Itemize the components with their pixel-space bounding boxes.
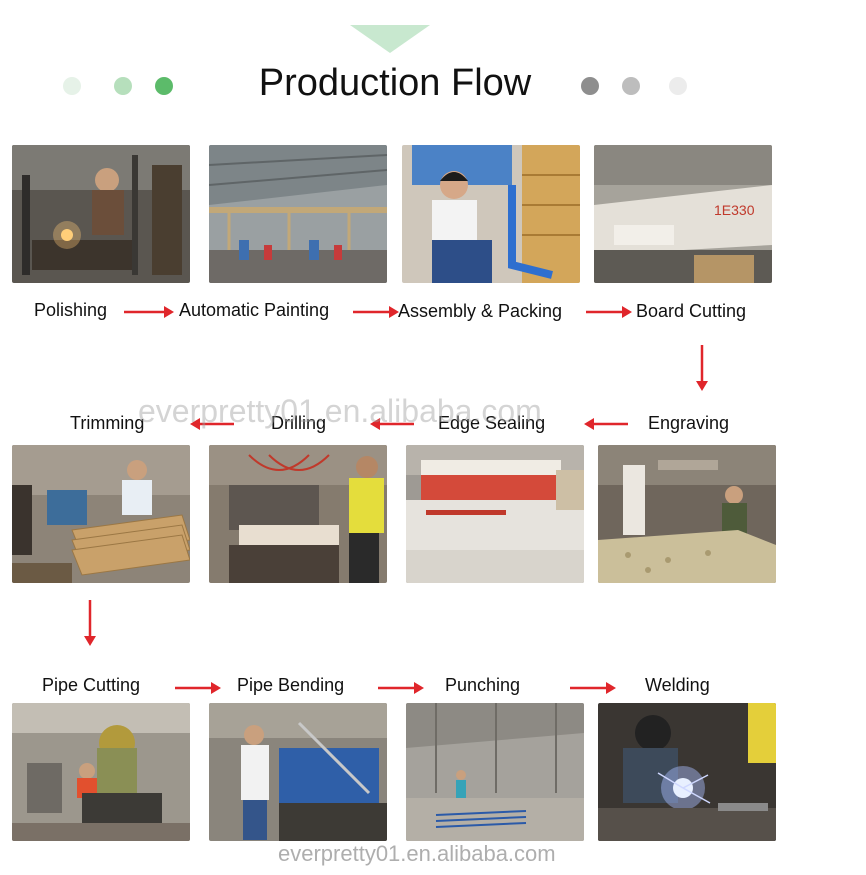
watermark: everpretty01.en.alibaba.com (278, 841, 556, 866)
arrow-right-icon (124, 306, 174, 318)
step-label-pipe-cutting: Pipe Cutting (42, 675, 141, 695)
watermark: everpretty01.en.alibaba.com (138, 393, 542, 429)
decor-dot (581, 77, 599, 95)
decor-dot (155, 77, 173, 95)
step-label-drilling: Drilling (271, 413, 327, 433)
assembly-packing-photo (402, 145, 580, 283)
arrow-right-icon (353, 306, 399, 318)
step-label-engraving: Engraving (648, 413, 730, 433)
step-label-board-cutting: Board Cutting (636, 301, 747, 321)
pipe-cutting-photo (12, 703, 190, 841)
drilling-photo (209, 445, 387, 583)
arrow-left-icon (370, 418, 414, 430)
step-label-assembly-packing: Assembly & Packing (398, 301, 563, 321)
arrow-down-icon (696, 345, 708, 391)
svg-text:1E330: 1E330 (714, 202, 755, 218)
step-label-pipe-bending: Pipe Bending (237, 675, 345, 695)
board-cutting-photo: 1E330 (594, 145, 772, 283)
polishing-photo (12, 145, 190, 283)
step-label-automatic-painting: Automatic Painting (179, 300, 330, 320)
step-label-edge-sealing: Edge Sealing (438, 413, 546, 433)
decor-dot (622, 77, 640, 95)
step-label-trimming: Trimming (70, 413, 145, 433)
arrow-left-icon (190, 418, 234, 430)
decor-dot (114, 77, 132, 95)
decor-dot (63, 77, 81, 95)
arrow-down-icon (84, 600, 96, 646)
step-label-polishing: Polishing (34, 300, 108, 320)
arrow-right-icon (586, 306, 632, 318)
header-triangle-decoration (350, 25, 430, 53)
arrow-right-icon (175, 682, 221, 694)
arrow-left-icon (584, 418, 628, 430)
arrow-right-icon (570, 682, 616, 694)
trimming-photo (12, 445, 190, 583)
automatic-painting-photo (209, 145, 387, 283)
engraving-photo (598, 445, 776, 583)
pipe-bending-photo (209, 703, 387, 841)
step-label-welding: Welding (645, 675, 710, 695)
page-title: Production Flow (258, 62, 532, 104)
edge-sealing-photo (406, 445, 584, 583)
punching-photo (406, 703, 584, 841)
step-label-punching: Punching (445, 675, 521, 695)
decor-dot (669, 77, 687, 95)
arrow-right-icon (378, 682, 424, 694)
welding-photo (598, 703, 776, 841)
